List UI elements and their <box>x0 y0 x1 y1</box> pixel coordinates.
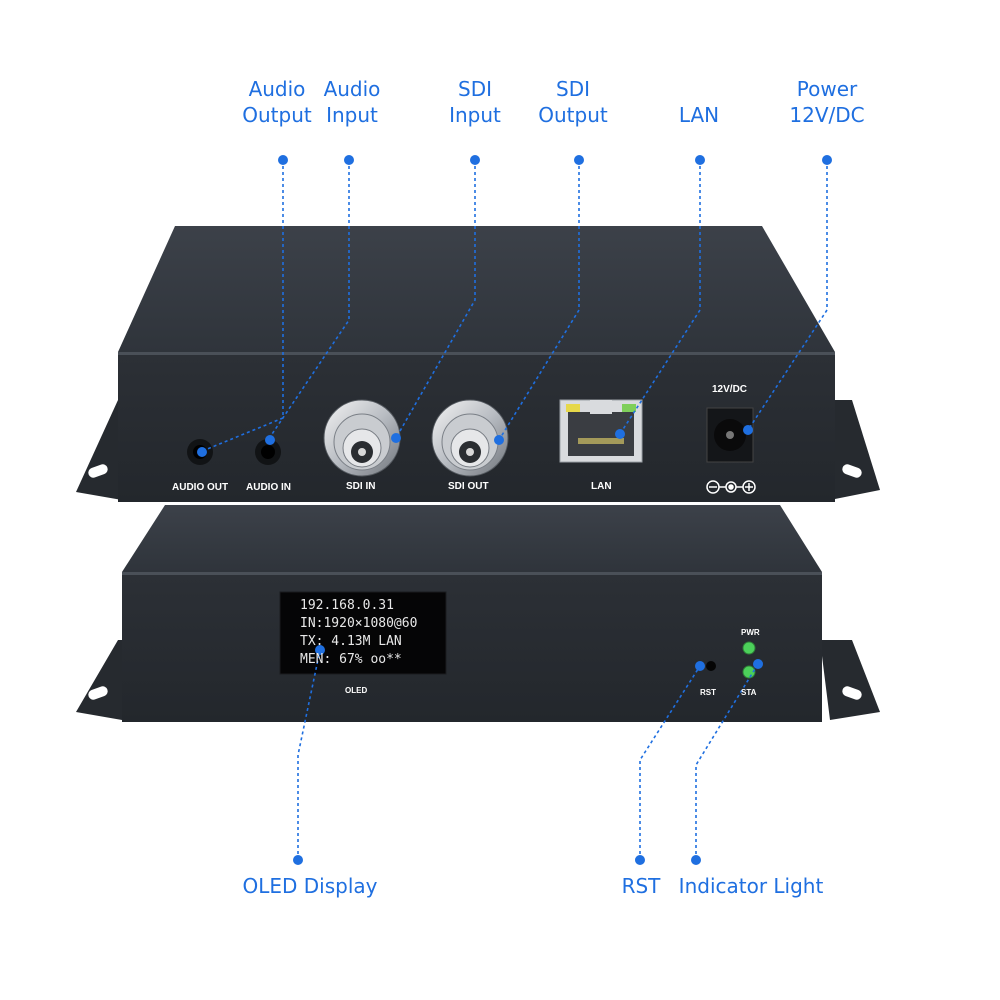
label-audio-in: AUDIO IN <box>246 482 291 493</box>
audio-in-jack <box>255 439 281 465</box>
front-unit-face <box>122 572 822 722</box>
rst-hole <box>706 661 716 671</box>
callout-oled-display: OLED Display <box>240 873 380 899</box>
callout-sdi-output-line1: SDI <box>556 77 590 101</box>
callout-sdi-input: SDI Input <box>440 76 510 128</box>
rear-unit <box>76 226 880 502</box>
oled-screen <box>279 591 447 675</box>
front-unit <box>76 505 880 722</box>
callout-audio-output-line1: Audio <box>248 77 306 101</box>
label-power: 12V/DC <box>712 384 748 395</box>
callout-audio-output-line2: Output <box>242 103 312 127</box>
sdi-out-bnc <box>431 399 509 477</box>
callout-oled-display-text: OLED Display <box>242 874 378 898</box>
pwr-led <box>742 641 756 655</box>
callout-indicator-light: Indicator Light <box>678 873 824 899</box>
callout-sdi-input-line1: SDI <box>458 77 492 101</box>
leader-dots <box>197 155 832 865</box>
leader-lines <box>199 160 828 860</box>
oled-line-3: TX: 4.13M LAN <box>300 634 402 649</box>
label-pwr: PWR <box>741 628 760 637</box>
callout-rst-text: RST <box>621 874 661 898</box>
front-unit-top <box>122 505 822 572</box>
oled-line-2: IN:1920×1080@60 <box>300 616 418 631</box>
label-sta: STA <box>741 688 757 697</box>
oled-line-1: 192.168.0.31 <box>300 598 394 613</box>
label-oled: OLED <box>345 686 368 695</box>
callout-power-line1: Power <box>796 77 858 101</box>
label-sdi-out: SDI OUT <box>448 481 489 492</box>
callout-rst: RST <box>616 873 666 899</box>
callout-audio-output: Audio Output <box>236 76 318 128</box>
sdi-in-bnc <box>323 399 401 477</box>
polarity-symbol <box>706 480 756 494</box>
label-lan: LAN <box>591 481 612 492</box>
label-sdi-in: SDI IN <box>346 481 376 492</box>
callout-indicator-light-text: Indicator Light <box>678 874 824 898</box>
callout-audio-input: Audio Input <box>316 76 388 128</box>
callout-sdi-output-line2: Output <box>538 103 608 127</box>
rear-unit-top <box>118 226 835 352</box>
callout-power: Power 12V/DC <box>780 76 874 128</box>
lan-port <box>559 399 643 463</box>
callout-lan-line1: LAN <box>678 103 720 127</box>
oled-line-4: MEN: 67% oo** <box>300 652 402 667</box>
callout-sdi-input-line2: Input <box>449 103 501 127</box>
label-audio-out: AUDIO OUT <box>172 482 229 493</box>
callout-lan: LAN <box>664 102 734 128</box>
label-rst: RST <box>700 688 716 697</box>
callout-audio-input-line1: Audio <box>323 77 381 101</box>
power-jack <box>706 407 754 463</box>
callout-sdi-output: SDI Output <box>532 76 614 128</box>
right-mount-ear-lower <box>820 640 880 720</box>
callout-audio-input-line2: Input <box>326 103 378 127</box>
callout-power-line2: 12V/DC <box>789 103 865 127</box>
